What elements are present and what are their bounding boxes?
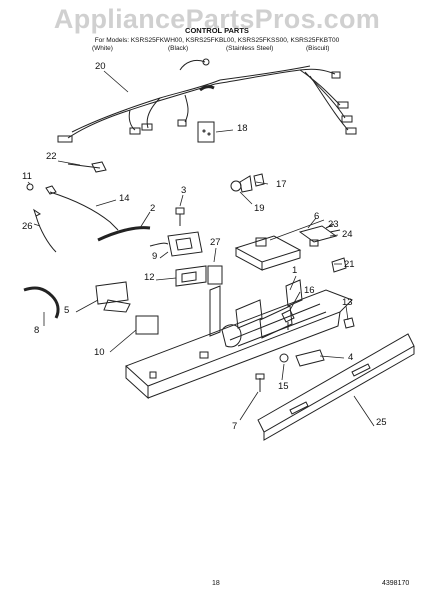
control-housing [125, 279, 353, 400]
callout-21: 21 [344, 259, 355, 270]
callout-4: 4 [348, 352, 354, 363]
document-number: 4398170 [382, 580, 410, 587]
callout-14: 14 [119, 193, 130, 204]
page-number: 18 [212, 580, 220, 587]
callout-11: 11 [22, 171, 32, 182]
finish-white: (White) [92, 45, 113, 52]
screw-3 [175, 207, 185, 226]
finish-biscuit: (Biscuit) [306, 45, 330, 52]
callout-22: 22 [46, 151, 57, 162]
finish-black: (Black) [168, 45, 189, 52]
callout-18: 18 [237, 123, 248, 134]
callout-12: 12 [144, 272, 155, 283]
callout-10: 10 [94, 347, 105, 358]
finish-stainless: (Stainless Steel) [226, 45, 274, 52]
wire-harness [57, 58, 357, 143]
bracket-12 [175, 265, 207, 287]
thermostat-control [149, 231, 203, 257]
relay-assembly [298, 223, 347, 273]
callout-26: 26 [22, 221, 33, 232]
sensor-assembly [26, 183, 119, 253]
hardware [255, 309, 355, 392]
callout-17: 17 [276, 179, 287, 190]
callout-23: 23 [328, 219, 339, 230]
callout-25: 25 [376, 417, 387, 428]
callout-19: 19 [254, 203, 265, 214]
finish-row: (White) (Black) (Stainless Steel) (Biscu… [0, 45, 434, 54]
tube-2 [97, 226, 151, 242]
callout-2: 2 [150, 203, 156, 214]
light-assembly [230, 173, 265, 193]
page-title: CONTROL PARTS [185, 26, 249, 35]
callout-6: 6 [314, 211, 320, 222]
callout-15: 15 [278, 381, 289, 392]
leader-lines [27, 70, 375, 427]
label-27 [207, 265, 223, 285]
callout-24: 24 [342, 229, 353, 240]
control-board [234, 235, 302, 271]
model-list: For Models: KSRS25FKWH00, KSRS25FKBL00, … [94, 37, 340, 44]
cover-panel [257, 333, 415, 441]
callout-7: 7 [232, 421, 238, 432]
watermark: AppliancePartsPros.com [53, 4, 381, 34]
label-10 [135, 315, 159, 335]
callout-3: 3 [181, 185, 187, 196]
callout-5: 5 [64, 305, 70, 316]
callout-27: 27 [210, 237, 221, 248]
tube-8 [23, 286, 60, 319]
callout-20: 20 [95, 61, 106, 72]
callout-13: 13 [342, 297, 353, 308]
callout-1: 1 [292, 265, 298, 276]
switch-5 [95, 281, 131, 313]
clip [67, 161, 107, 173]
callout-8: 8 [34, 325, 40, 336]
callout-16: 16 [304, 285, 315, 296]
callout-9: 9 [152, 251, 158, 262]
mounting-plate [197, 121, 215, 143]
